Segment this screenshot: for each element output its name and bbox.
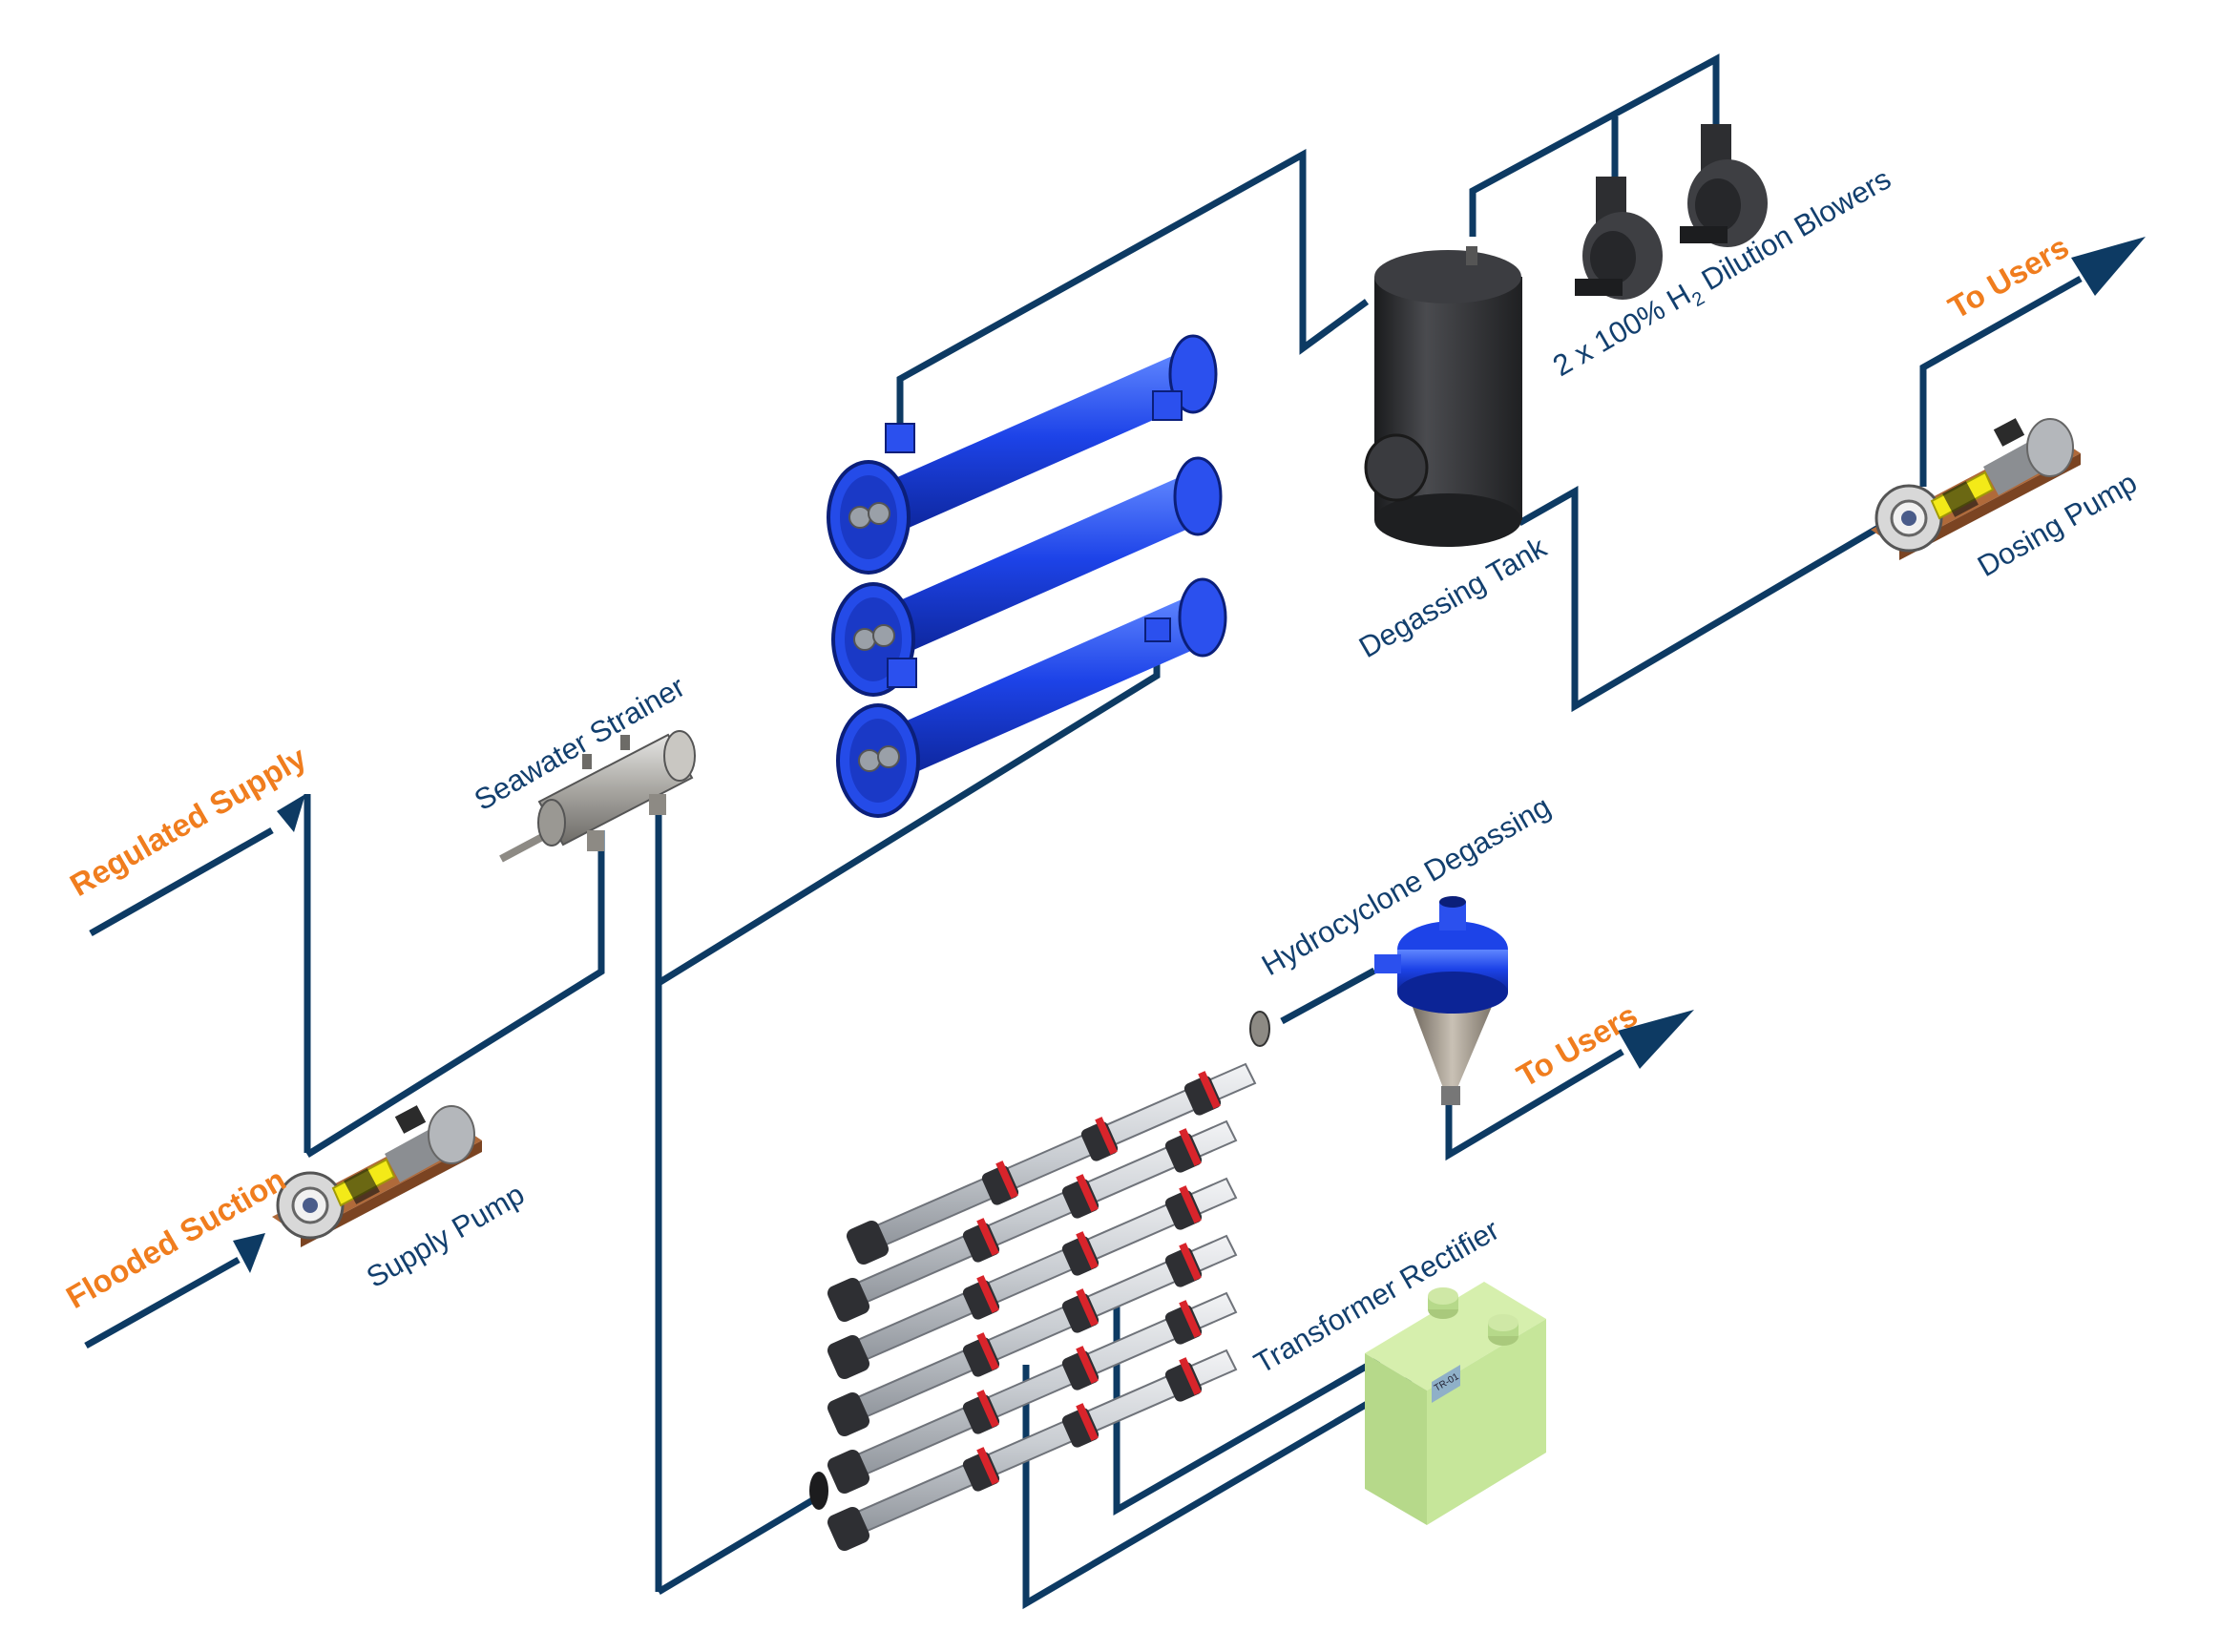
arrow-icon <box>1618 1010 1694 1069</box>
pipe-regulated-inlet <box>89 826 274 937</box>
electrolyser-bank[interactable] <box>809 1011 1270 1555</box>
flow-arrows <box>233 237 2146 1273</box>
transformer-rectifier-icon: TR-01 <box>1365 1282 1546 1525</box>
pipe-dc-cable-1 <box>1022 1365 1416 1610</box>
arrow-icon <box>233 1233 265 1273</box>
arrow-icon <box>2071 237 2146 296</box>
pipe-dc-cable-2 <box>1113 1303 1388 1516</box>
vessel-icon <box>1364 246 1522 547</box>
electrolyser-cell-icon <box>809 1011 1270 1555</box>
transformer-rectifier[interactable]: TR-01 <box>1365 1282 1546 1525</box>
pipe-exchangers-to-tank <box>896 149 1370 441</box>
pipe-tank-to-dosing <box>1518 485 1896 713</box>
pipe-dosing-to-users <box>1919 275 2083 487</box>
shell-and-tube-exchanger-icon <box>827 334 1227 818</box>
degassing-tank-label: Degassing Tank <box>1353 530 1552 664</box>
seawater-strainer[interactable] <box>499 730 696 863</box>
blower-icon <box>1575 177 1663 300</box>
strainer-icon <box>499 730 696 863</box>
pipe-flooded-suction <box>84 1256 241 1349</box>
pipe-header-to-electrolysers <box>657 1493 821 1596</box>
hydrocyclone[interactable] <box>1374 896 1508 1105</box>
pipe-hydrocyclone-to-users <box>1445 1048 1624 1161</box>
dilution-blowers[interactable] <box>1575 124 1768 300</box>
pipe-electrolysers-to-hydrocyclone <box>1280 967 1376 1025</box>
to-users-top-label: To Users <box>1942 229 2075 325</box>
blower-icon <box>1680 124 1768 247</box>
pipework <box>84 53 2083 1610</box>
heat-exchangers[interactable] <box>827 334 1227 818</box>
arrow-icon <box>277 794 305 832</box>
degassing-tank[interactable] <box>1364 246 1522 547</box>
pipe-pump-to-strainer <box>305 830 605 1158</box>
pipe-tank-to-blowers <box>1469 53 1720 237</box>
hydrocyclone-icon <box>1374 896 1508 1105</box>
